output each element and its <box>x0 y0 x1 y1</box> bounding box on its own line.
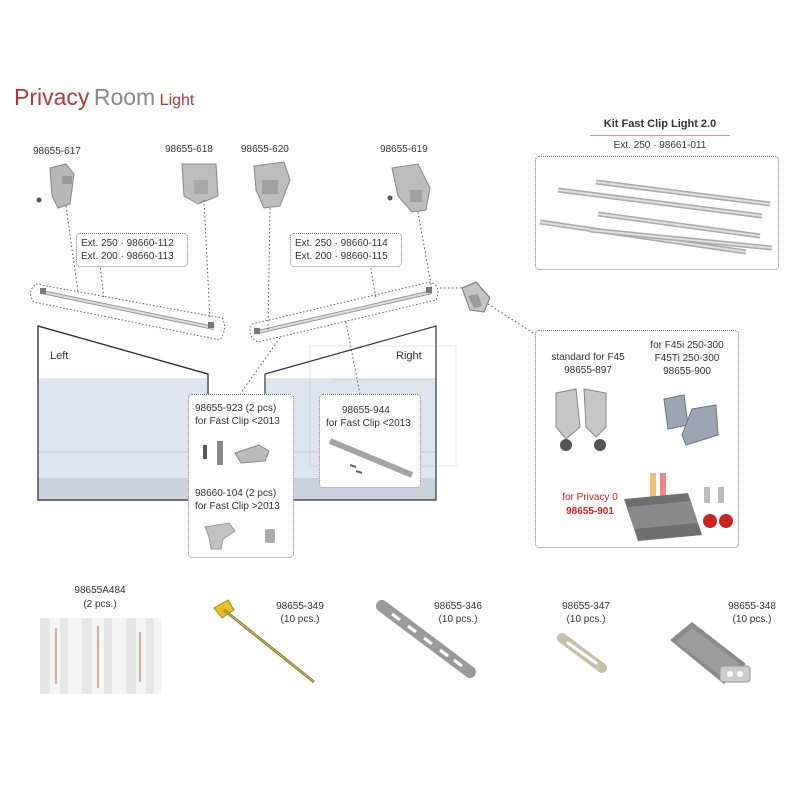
box944-line1: 98655-944 <box>342 405 390 416</box>
left-rail-ext-line1: Ext. 250 · 98660-112 <box>81 238 174 249</box>
kit-ext-label: Ext. 250 · 98661-011 <box>613 140 707 151</box>
kit-box <box>535 156 779 270</box>
box104-line2: for Fast Clip >2013 <box>195 501 280 512</box>
strap-346-image <box>376 600 476 678</box>
right-rail <box>249 281 439 343</box>
part-98655A484-code: 98655A484 <box>74 585 126 596</box>
box104-line1: 98660-104 (2 pcs) <box>195 488 277 499</box>
left-rail-ext-line2: Ext. 200 · 98660-113 <box>81 251 174 262</box>
part-98655-617-label: 98655-617 <box>33 146 81 157</box>
bracket-619-image <box>387 163 431 213</box>
adapter-std-line1: standard for F45 <box>551 352 625 363</box>
part-98655-347-qty: (10 pcs.) <box>566 614 606 625</box>
bracket-617-image <box>36 163 75 209</box>
part-98655-619-label: 98655-619 <box>380 144 428 155</box>
peg-image <box>213 599 315 684</box>
part-98655A484-qty: (2 pcs.) <box>83 599 117 610</box>
adapter-privacy-image <box>624 473 733 541</box>
page-title: Privacy Room Light <box>14 84 194 111</box>
right-rail-ext-box: Ext. 250 · 98660-114 Ext. 200 · 98660-11… <box>290 233 402 267</box>
adapter-f45i-line2: F45Ti 250-300 <box>654 353 720 364</box>
title-word-privacy: Privacy <box>14 84 90 110</box>
fast-clip-rail-box: 98655-944 for Fast Clip <2013 <box>319 394 421 488</box>
title-word-light: Light <box>159 92 195 109</box>
part-98655-349-qty: (10 pcs.) <box>280 614 320 625</box>
strap-348-image <box>670 622 751 684</box>
right-rail-ext-line2: Ext. 200 · 98660-115 <box>295 251 388 262</box>
part-98655-349-code: 98655-349 <box>276 601 324 612</box>
box104-parts-image <box>204 522 275 550</box>
adapter-box: standard for F45 98655-897 for F45i 250-… <box>535 330 739 548</box>
left-rail-ext-box: Ext. 250 · 98660-112 Ext. 200 · 98660-11… <box>76 233 188 267</box>
curtain-fabric-image <box>40 618 162 694</box>
left-rail <box>30 283 226 341</box>
adapter-privacy-line2: 98655-901 <box>566 506 614 517</box>
adapter-std-image <box>555 388 607 451</box>
strap-347-image <box>557 633 607 673</box>
leader-lines <box>65 199 539 395</box>
kit-title-underline <box>590 135 730 136</box>
box923-line2: for Fast Clip <2013 <box>195 416 280 427</box>
bracket-620-image <box>253 161 291 209</box>
room-left-label: Left <box>50 350 69 362</box>
part-98655-346-qty: (10 pcs.) <box>438 614 478 625</box>
part-98655-620-label: 98655-620 <box>241 144 289 155</box>
room-right-label: Right <box>396 350 422 362</box>
adapter-f45i-image <box>663 394 719 446</box>
part-98655-348-code: 98655-348 <box>728 601 776 612</box>
clip-small-image <box>461 281 491 313</box>
box923-line1: 98655-923 (2 pcs) <box>195 403 277 414</box>
title-word-room: Room <box>93 84 156 110</box>
right-rail-ext-line1: Ext. 250 · 98660-114 <box>295 238 388 249</box>
part-98655-618-label: 98655-618 <box>165 144 213 155</box>
adapter-privacy-line1: for Privacy 0 <box>562 492 618 503</box>
kit-fast-clip-image <box>539 179 773 255</box>
part-98655-346-code: 98655-346 <box>434 601 482 612</box>
box923-parts-image <box>203 441 270 465</box>
bracket-618-image <box>181 163 219 205</box>
part-98655-348-qty: (10 pcs.) <box>732 614 772 625</box>
box944-line2: for Fast Clip <2013 <box>326 418 411 429</box>
adapter-f45i-line1: for F45i 250-300 <box>650 340 724 351</box>
kit-title: Kit Fast Clip Light 2.0 <box>603 118 717 130</box>
adapter-f45i-line3: 98655-900 <box>663 366 711 377</box>
part-98655-347-code: 98655-347 <box>562 601 610 612</box>
box944-parts-image <box>328 438 414 478</box>
fast-clip-kit-box: 98655-923 (2 pcs) for Fast Clip <2013 98… <box>188 394 294 558</box>
adapter-std-line2: 98655-897 <box>564 365 612 376</box>
